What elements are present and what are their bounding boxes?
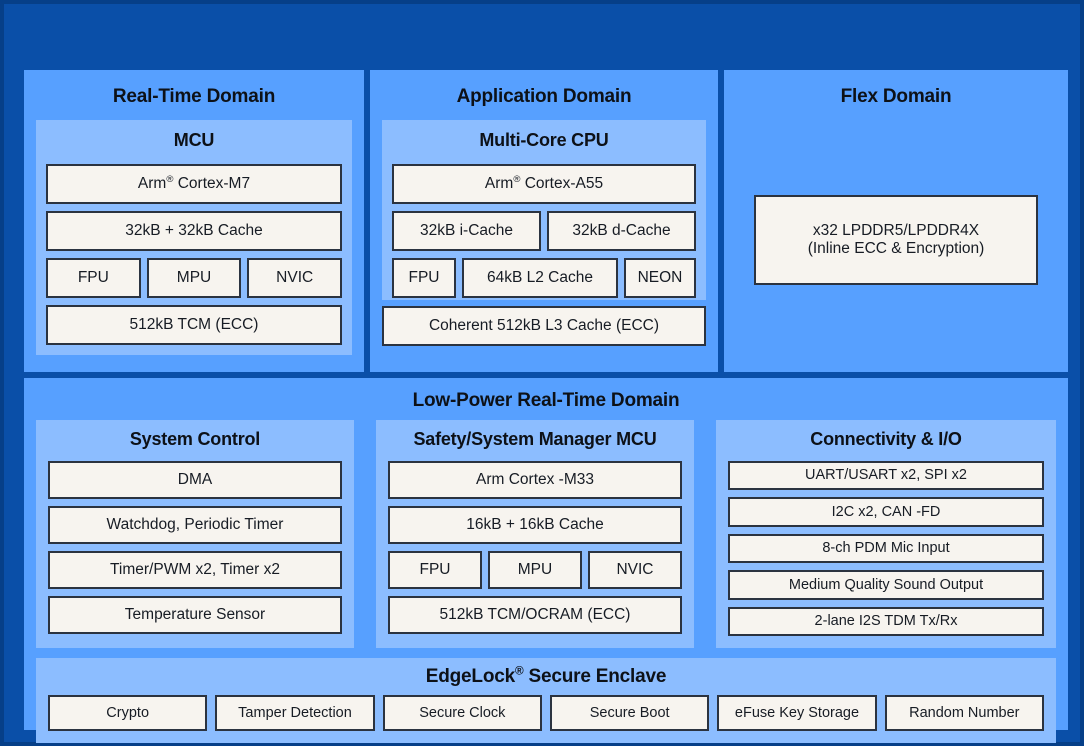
rt-tcm-box: 512kB TCM (ECC) [46, 305, 342, 345]
rt-unit-fpu: FPU [46, 258, 141, 298]
rt-unit-row: FPU MPU NVIC [46, 258, 343, 298]
edgelock-item-crypto: Crypto [48, 695, 208, 731]
mcu-container: MCU Arm® Cortex-M7 32kB + 32kB Cache FPU… [36, 120, 352, 355]
app-l3-cache-box: Coherent 512kB L3 Cache (ECC) [382, 306, 706, 346]
connectivity-item-pdm-mic: 8-ch PDM Mic Input [728, 533, 1044, 564]
system-control-item-timer-pwm: Timer/PWM x2, Timer x2 [48, 551, 342, 589]
edgelock-panel: EdgeLock® Secure Enclave Crypto Tamper D… [36, 658, 1056, 743]
app-dcache-box: 32kB d-Cache [547, 211, 696, 251]
rt-unit-nvic: NVIC [247, 258, 343, 298]
application-domain-title: Application Domain [456, 86, 632, 107]
safety-unit-nvic: NVIC [588, 551, 682, 589]
flex-domain-title: Flex Domain [840, 86, 952, 107]
connectivity-item-i2c-can: I2C x2, CAN -FD [728, 497, 1044, 527]
system-control-item-temp-sensor: Temperature Sensor [48, 596, 342, 634]
safety-cache-box: 16kB + 16kB Cache [388, 506, 682, 544]
flex-domain-body: x32 LPDDR5/LPDDR4X (Inline ECC & Encrypt… [736, 120, 1056, 360]
safety-mcu-panel: Safety/System Manager MCU Arm Cortex -M3… [376, 420, 694, 648]
safety-mcu-title: Safety/System Manager MCU [413, 429, 657, 449]
safety-core-box: Arm Cortex -M33 [388, 461, 682, 499]
safety-unit-mpu: MPU [488, 551, 582, 589]
connectivity-panel: Connectivity & I/O UART/USART x2, SPI x2… [716, 420, 1056, 648]
connectivity-item-uart: UART/USART x2, SPI x2 [728, 461, 1044, 491]
real-time-domain-title: Real-Time Domain [112, 86, 276, 107]
app-unit-row: FPU 64kB L2 Cache NEON [392, 258, 696, 298]
system-control-title: System Control [129, 429, 261, 449]
system-control-item-watchdog: Watchdog, Periodic Timer [48, 506, 342, 544]
app-icache-box: 32kB i-Cache [392, 211, 541, 251]
rt-cache-box: 32kB + 32kB Cache [46, 211, 342, 251]
flex-domain-panel: Flex Domain x32 LPDDR5/LPDDR4X (Inline E… [724, 70, 1068, 372]
low-power-columns: System Control DMA Watchdog, Periodic Ti… [36, 420, 1056, 648]
app-unit-neon: NEON [624, 258, 696, 298]
system-control-panel: System Control DMA Watchdog, Periodic Ti… [36, 420, 354, 648]
rt-unit-mpu: MPU [146, 258, 242, 298]
connectivity-item-i2s-tdm: 2-lane I2S TDM Tx/Rx [728, 606, 1044, 637]
system-control-item-dma: DMA [48, 461, 342, 499]
app-unit-fpu: FPU [392, 258, 456, 298]
edgelock-item-efuse-key-storage: eFuse Key Storage [717, 695, 877, 731]
lpddr-memory-box: x32 LPDDR5/LPDDR4X (Inline ECC & Encrypt… [754, 195, 1038, 285]
app-cache-row: 32kB i-Cache 32kB d-Cache [392, 211, 696, 251]
safety-unit-fpu: FPU [388, 551, 482, 589]
lpddr-line-1: x32 LPDDR5/LPDDR4X [812, 222, 980, 240]
edgelock-title: EdgeLock® Secure Enclave [425, 664, 667, 687]
low-power-domain-panel: Low-Power Real-Time Domain System Contro… [24, 378, 1068, 743]
real-time-domain-panel: Real-Time Domain MCU Arm® Cortex-M7 32kB… [24, 70, 364, 372]
connectivity-title: Connectivity & I/O [810, 429, 962, 449]
mcu-title: MCU [173, 130, 215, 150]
connectivity-item-sound-output: Medium Quality Sound Output [728, 570, 1044, 600]
app-core-box: Arm® Cortex-A55 [392, 164, 696, 204]
app-unit-l2cache: 64kB L2 Cache [462, 258, 618, 298]
top-domain-row: Real-Time Domain MCU Arm® Cortex-M7 32kB… [24, 70, 1068, 372]
edgelock-item-secure-clock: Secure Clock [382, 695, 542, 731]
lpddr-line-2: (Inline ECC & Encryption) [807, 240, 985, 257]
multicore-cpu-title: Multi-Core CPU [479, 130, 609, 150]
edgelock-feature-row: Crypto Tamper Detection Secure Clock Sec… [48, 695, 1044, 731]
application-domain-panel: Application Domain Multi-Core CPU Arm® C… [370, 70, 718, 372]
rt-core-box: Arm® Cortex-M7 [46, 164, 342, 204]
safety-unit-row: FPU MPU NVIC [388, 551, 682, 589]
edgelock-item-secure-boot: Secure Boot [549, 695, 710, 731]
edgelock-item-tamper-detection: Tamper Detection [215, 695, 375, 731]
low-power-domain-title: Low-Power Real-Time Domain [412, 390, 680, 411]
multicore-cpu-container: Multi-Core CPU Arm® Cortex-A55 32kB i-Ca… [382, 120, 706, 300]
safety-tcm-box: 512kB TCM/OCRAM (ECC) [388, 596, 682, 634]
edgelock-item-random-number: Random Number [884, 695, 1044, 731]
